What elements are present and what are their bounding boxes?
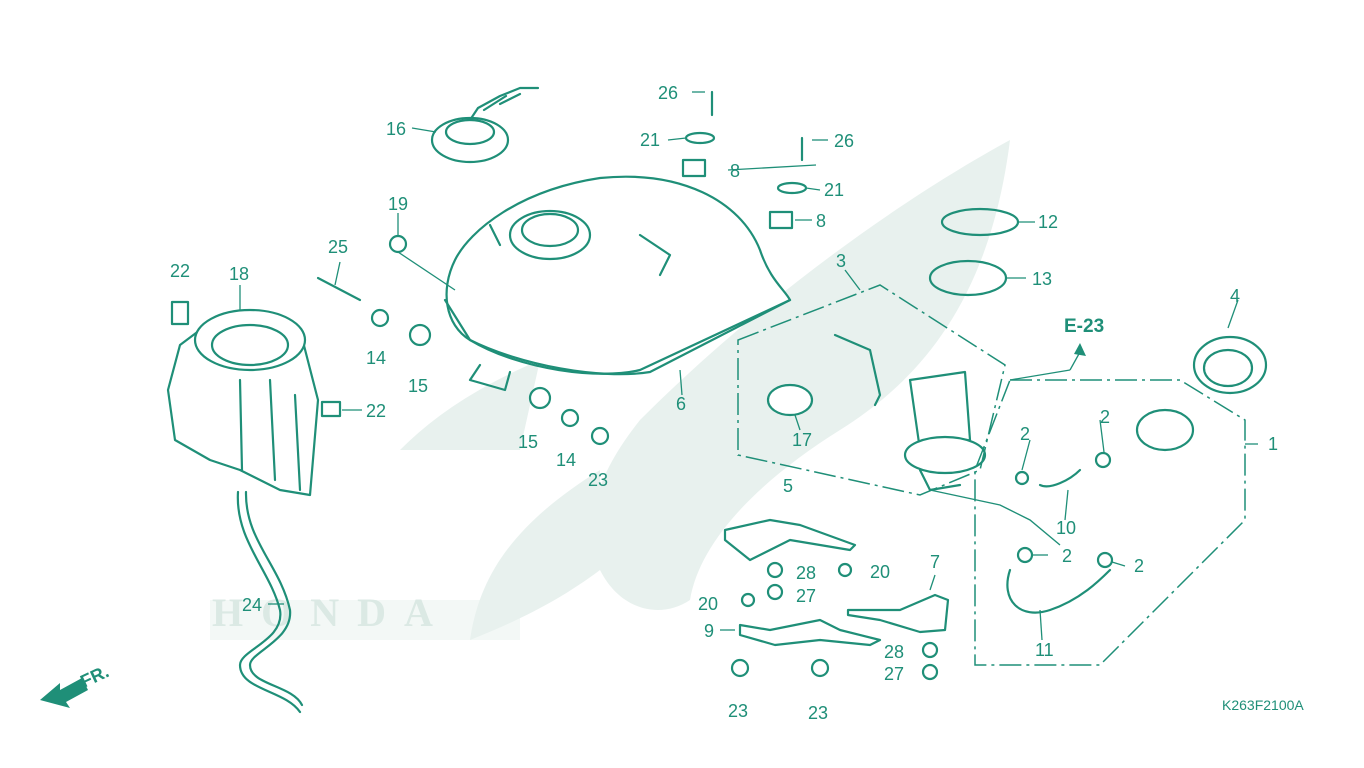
housing [166, 308, 320, 497]
front-arrow-icon [40, 678, 88, 708]
collar-14b [560, 408, 580, 428]
callout-27: 27 [884, 664, 904, 684]
bolt-25 [316, 276, 362, 302]
callout-20: 20 [698, 594, 718, 614]
callout-17: 17 [792, 430, 812, 450]
reference-label: E-23 [1064, 316, 1104, 337]
callout-23: 23 [728, 701, 748, 721]
callout-8: 8 [816, 211, 826, 231]
bracket-7 [846, 593, 950, 634]
callout-24: 24 [242, 595, 262, 615]
rubber-8b [768, 210, 794, 230]
callout-26: 26 [834, 131, 854, 151]
callout-20: 20 [870, 562, 890, 582]
fuel-cap [430, 86, 540, 164]
bracket-9 [738, 618, 882, 647]
callout-22: 22 [170, 261, 190, 281]
honda-wing-watermark: HONDA [210, 140, 1010, 640]
grommet-27a [766, 583, 784, 601]
washer-21b [776, 181, 808, 195]
callout-1: 1 [1268, 434, 1278, 454]
clamp-2c [1016, 546, 1034, 564]
callout-5: 5 [783, 476, 793, 496]
callout-7: 7 [930, 552, 940, 572]
collar-14a [370, 308, 390, 328]
callout-9: 9 [704, 621, 714, 641]
filter-assembly [1006, 408, 1195, 614]
grommet-23a [590, 426, 610, 446]
callout-25: 25 [328, 237, 348, 257]
callout-21: 21 [640, 130, 660, 150]
bracket-5 [723, 518, 857, 562]
callout-19: 19 [388, 194, 408, 214]
callout-18: 18 [229, 264, 249, 284]
callout-13: 13 [1032, 269, 1052, 289]
callout-16: 16 [386, 119, 406, 139]
group-outline-1 [974, 379, 1246, 666]
callout-2: 2 [1020, 424, 1030, 444]
callout-3: 3 [836, 251, 846, 271]
callout-14: 14 [366, 348, 386, 368]
callout-2: 2 [1134, 556, 1144, 576]
callout-26: 26 [658, 83, 678, 103]
group-outline-1-link [929, 489, 1061, 546]
callout-22: 22 [366, 401, 386, 421]
callout-labels: 1 2 2 2 2 3 4 5 6 7 8 8 9 10 11 12 13 14… [170, 83, 1278, 723]
fuel-tank [443, 175, 792, 392]
callout-8: 8 [730, 161, 740, 181]
nut-22a [170, 300, 190, 326]
clamp-2d [1096, 551, 1114, 569]
leader-lines [239, 91, 1258, 641]
cup [1192, 335, 1268, 395]
callout-12: 12 [1038, 212, 1058, 232]
callout-28: 28 [796, 563, 816, 583]
grommet-23c [810, 658, 830, 678]
callout-4: 4 [1230, 286, 1240, 306]
grommet-19 [388, 234, 408, 254]
clamp-2b [1014, 470, 1030, 486]
rubber-15a [408, 323, 432, 347]
nut-22b [320, 400, 342, 418]
bolt-20a [837, 562, 853, 578]
callout-27: 27 [796, 586, 816, 606]
front-arrow: FR. [40, 661, 112, 708]
callout-2: 2 [1100, 407, 1110, 427]
watermark-text: HONDA [212, 590, 451, 635]
clamp-2a [1094, 451, 1112, 469]
callout-14: 14 [556, 450, 576, 470]
rubber-15b [528, 386, 552, 410]
bolt-20b [740, 592, 756, 608]
callout-11: 11 [1035, 640, 1054, 660]
grommet-23b [730, 658, 750, 678]
callout-23: 23 [808, 703, 828, 723]
callout-15: 15 [518, 432, 538, 452]
callout-28: 28 [884, 642, 904, 662]
drawing-code: K263F2100A [1222, 697, 1304, 713]
callout-10: 10 [1056, 518, 1076, 538]
group-outline-3 [737, 284, 1006, 496]
callout-6: 6 [676, 394, 686, 414]
callout-23: 23 [588, 470, 608, 490]
reference-e23: E-23 [1009, 316, 1104, 381]
washer-28a [766, 561, 784, 579]
callout-2: 2 [1062, 546, 1072, 566]
drain-tube [236, 490, 302, 714]
callout-21: 21 [824, 180, 844, 200]
grommet-27b [921, 663, 939, 681]
washer-28b [921, 641, 939, 659]
callout-15: 15 [408, 376, 428, 396]
rubber-8a [681, 158, 707, 178]
fuel-pump [766, 333, 987, 492]
washer-21a [684, 131, 716, 145]
